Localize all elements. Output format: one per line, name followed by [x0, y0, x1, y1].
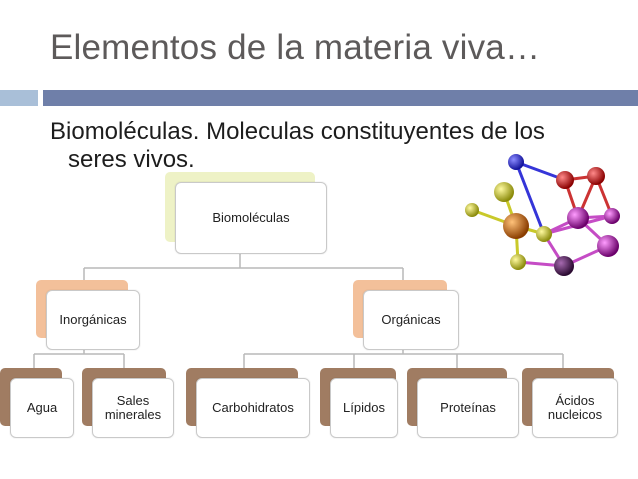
node-biomoleculas: Biomoléculas	[175, 182, 327, 254]
slide-title: Elementos de la materia viva…	[50, 28, 541, 67]
subtitle-line-1: Biomoléculas. Moleculas constituyentes d…	[50, 118, 545, 145]
node-carbohidratos: Carbohidratos	[196, 378, 310, 438]
node-inorganicas-label: Inorgánicas	[59, 312, 127, 327]
title-accent-bar-left	[0, 90, 38, 106]
node-acidos-nucleicos: Ácidos nucleicos	[532, 378, 618, 438]
title-accent-bar-right	[43, 90, 638, 106]
node-inorganicas: Inorgánicas	[46, 290, 140, 350]
node-sales-minerales: Sales minerales	[92, 378, 174, 438]
node-agua-label: Agua	[26, 400, 58, 415]
node-organicas: Orgánicas	[363, 290, 459, 350]
node-proteinas-label: Proteínas	[440, 400, 496, 415]
subtitle-line-2: seres vivos.	[68, 146, 195, 173]
node-proteinas: Proteínas	[417, 378, 519, 438]
node-acidos-nucleicos-label: Ácidos nucleicos	[547, 393, 603, 422]
slide-subtitle: Biomoléculas. Moleculas constituyentes d…	[50, 118, 610, 174]
node-sales-minerales-label: Sales minerales	[104, 393, 162, 422]
node-lipidos-label: Lípidos	[343, 400, 385, 415]
node-agua: Agua	[10, 378, 74, 438]
node-organicas-label: Orgánicas	[381, 312, 441, 327]
node-lipidos: Lípidos	[330, 378, 398, 438]
node-carbohidratos-label: Carbohidratos	[212, 400, 294, 415]
molecule-model-icon	[465, 154, 620, 276]
node-biomoleculas-label: Biomoléculas	[212, 210, 290, 225]
